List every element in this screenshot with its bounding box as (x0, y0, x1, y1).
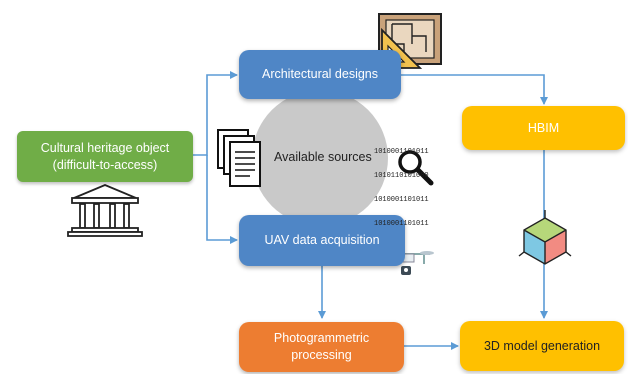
cube-icon (518, 210, 572, 265)
arrow-arch-to-hbim (400, 74, 548, 105)
arrow-heritage-to-arch (193, 71, 238, 156)
binary-line: 1010110101000 (374, 172, 429, 180)
arch-label: Architectural designs (261, 67, 379, 81)
photo-line1: Photogrammetric (273, 331, 370, 345)
architectural-designs-node: Architectural designs (239, 50, 401, 99)
uav-label: UAV data acquisition (264, 233, 380, 247)
hbim-node: HBIM (462, 106, 625, 150)
heritage-object-node: Cultural heritage object (difficult-to-a… (17, 131, 193, 182)
heritage-line2: (difficult-to-access) (52, 157, 158, 172)
model-generation-node: 3D model generation (460, 321, 624, 371)
hbim-label: HBIM (527, 120, 560, 135)
binary-line: 1010001101011 (374, 148, 429, 156)
temple-icon (67, 184, 143, 237)
photo-line2: processing (291, 348, 352, 362)
arrow-heritage-to-uav (206, 155, 238, 244)
heritage-line1: Cultural heritage object (40, 140, 170, 155)
photogrammetric-processing-node: Photogrammetric processing (239, 322, 404, 372)
binary-text: 1010001101011 1010110101000 101000110101… (374, 132, 429, 236)
documents-icon (217, 129, 261, 187)
binary-line: 1010001101011 (374, 220, 429, 228)
uav-acquisition-node: UAV data acquisition (239, 215, 405, 266)
sources-circle (252, 90, 388, 226)
model3d-label: 3D model generation (483, 338, 601, 353)
binary-line: 1010001101011 (374, 196, 429, 204)
available-sources-label: Available sources (274, 150, 372, 164)
magnifier-icon (398, 150, 434, 186)
